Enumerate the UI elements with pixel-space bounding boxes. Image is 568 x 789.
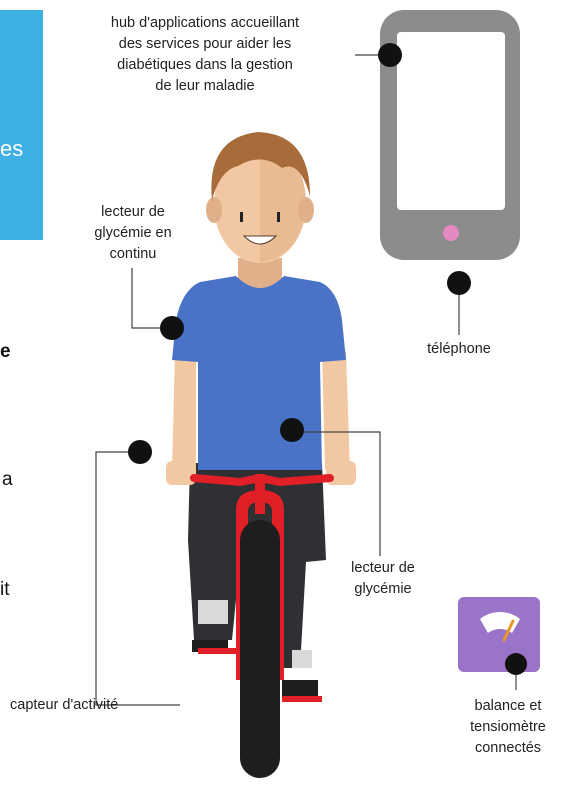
phone-dot	[447, 271, 471, 295]
phone-label: téléphone	[398, 339, 520, 360]
scale-illustration	[458, 597, 540, 672]
hub-label: hub d'applications accueillant des servi…	[55, 13, 355, 97]
cgm-label: lecteur de glycémie en continu	[68, 202, 198, 265]
hub-dot	[378, 43, 402, 67]
scale-label: balance et tensiomètre connectés	[452, 696, 564, 759]
activity-sensor-label: capteur d'activité	[10, 695, 190, 716]
phone-home-button	[443, 225, 459, 241]
glucose-meter-label: lecteur de glycémie	[318, 558, 448, 600]
glucose-meter-dot	[280, 418, 304, 442]
cgm-dot	[160, 316, 184, 340]
scale-dot	[505, 653, 527, 675]
phone-illustration	[380, 10, 520, 260]
activity-sensor-dot	[128, 440, 152, 464]
